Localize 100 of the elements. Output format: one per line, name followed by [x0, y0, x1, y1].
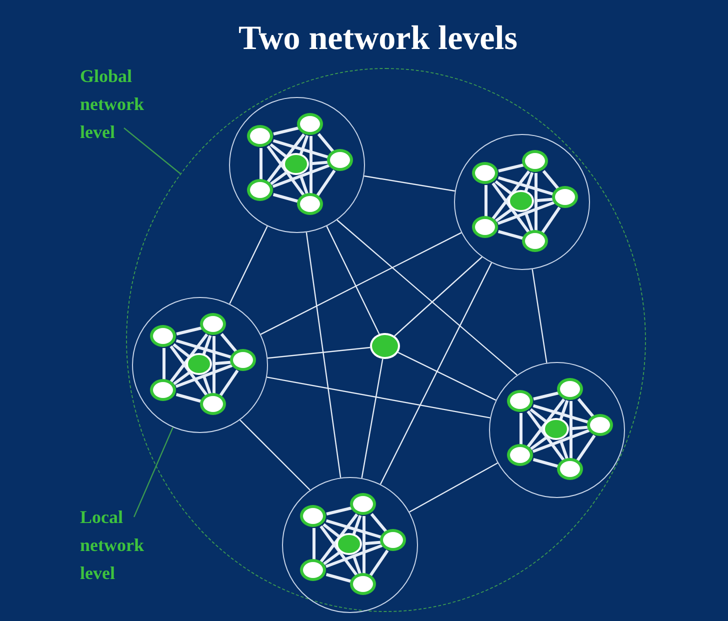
network-node — [507, 444, 533, 466]
connection-line — [266, 376, 490, 418]
connection-line — [299, 175, 309, 195]
connection-line — [202, 335, 212, 355]
connection-line — [270, 170, 288, 186]
connection-line — [576, 434, 596, 462]
network-circle — [132, 296, 268, 432]
connection-line — [172, 343, 192, 359]
connection-line — [173, 370, 191, 386]
network-node — [522, 230, 548, 252]
network-circle — [282, 476, 418, 612]
network-node — [552, 186, 578, 208]
connection-line — [162, 348, 166, 380]
network-circle — [228, 96, 364, 232]
callout-label: Local network level — [80, 503, 160, 587]
connection-line — [320, 513, 358, 563]
connection-line — [498, 230, 524, 240]
connection-line — [559, 400, 569, 420]
network-node — [327, 149, 353, 171]
connection-line — [524, 212, 534, 232]
network-node — [297, 113, 323, 135]
connection-line — [380, 262, 492, 484]
connection-line — [398, 352, 496, 401]
connection-line — [326, 506, 352, 516]
connection-line — [326, 226, 380, 334]
connection-line — [532, 404, 590, 424]
connection-line — [498, 164, 524, 172]
connection-line — [532, 458, 560, 468]
network-node — [587, 414, 613, 436]
connection-line — [306, 232, 342, 478]
connection-line — [212, 336, 216, 394]
network-node — [472, 162, 498, 184]
network-node — [297, 193, 323, 215]
connection-line — [362, 516, 366, 574]
connection-line — [495, 208, 513, 222]
connection-line — [497, 201, 555, 225]
connection-line — [530, 408, 548, 424]
connection-line — [494, 180, 514, 196]
connection-line — [492, 182, 530, 234]
connection-line — [326, 573, 352, 583]
connection-line — [268, 346, 370, 359]
connection-line — [202, 375, 212, 395]
connection-line — [326, 519, 382, 539]
connection-line — [520, 413, 522, 445]
connection-line — [273, 126, 299, 136]
network-node — [150, 325, 176, 347]
connection-line — [323, 550, 341, 566]
connection-line — [577, 398, 595, 418]
network-node — [200, 313, 226, 335]
connection-line — [325, 544, 383, 568]
connection-line — [272, 139, 330, 159]
connection-line — [352, 555, 362, 575]
connection-line — [312, 528, 316, 560]
network-node — [300, 559, 326, 581]
connection-line — [532, 429, 590, 453]
connection-line — [175, 364, 233, 388]
connection-line — [212, 360, 232, 366]
connection-line — [220, 333, 238, 353]
network-node — [247, 179, 273, 201]
connection-line — [532, 269, 548, 363]
connection-line — [299, 135, 309, 155]
network-circle — [488, 362, 624, 498]
network-node — [557, 378, 583, 400]
network-node — [522, 150, 548, 172]
network-node — [300, 505, 326, 527]
connection-line — [526, 410, 566, 462]
network-node — [350, 493, 376, 515]
connection-line — [559, 440, 569, 460]
connection-line — [498, 176, 554, 196]
connection-line — [492, 170, 530, 220]
connection-line — [320, 525, 358, 577]
connection-line — [316, 170, 336, 196]
connection-line — [219, 370, 239, 396]
connection-line — [524, 172, 534, 192]
connection-line — [409, 462, 498, 513]
hub-node — [370, 332, 400, 358]
connection-line — [534, 198, 554, 202]
connection-line — [270, 143, 288, 159]
connection-line — [260, 148, 262, 180]
connection-line — [272, 193, 300, 203]
connection-line — [570, 426, 588, 430]
connection-line — [394, 256, 482, 336]
leader-line — [133, 427, 174, 518]
leader-line — [124, 128, 181, 174]
connection-line — [530, 436, 548, 450]
connection-line — [369, 550, 389, 576]
connection-line — [322, 523, 342, 539]
connection-line — [176, 339, 232, 359]
connection-line — [176, 326, 202, 336]
network-node — [472, 216, 498, 238]
connection-line — [336, 220, 518, 376]
connection-line — [352, 515, 362, 535]
connection-line — [542, 170, 560, 190]
network-node — [230, 349, 256, 371]
connection-line — [570, 401, 572, 459]
callout-label: Global network level — [80, 62, 160, 146]
network-node — [247, 125, 273, 147]
connection-line — [364, 175, 455, 192]
network-node — [350, 573, 376, 595]
connection-line — [260, 232, 462, 335]
